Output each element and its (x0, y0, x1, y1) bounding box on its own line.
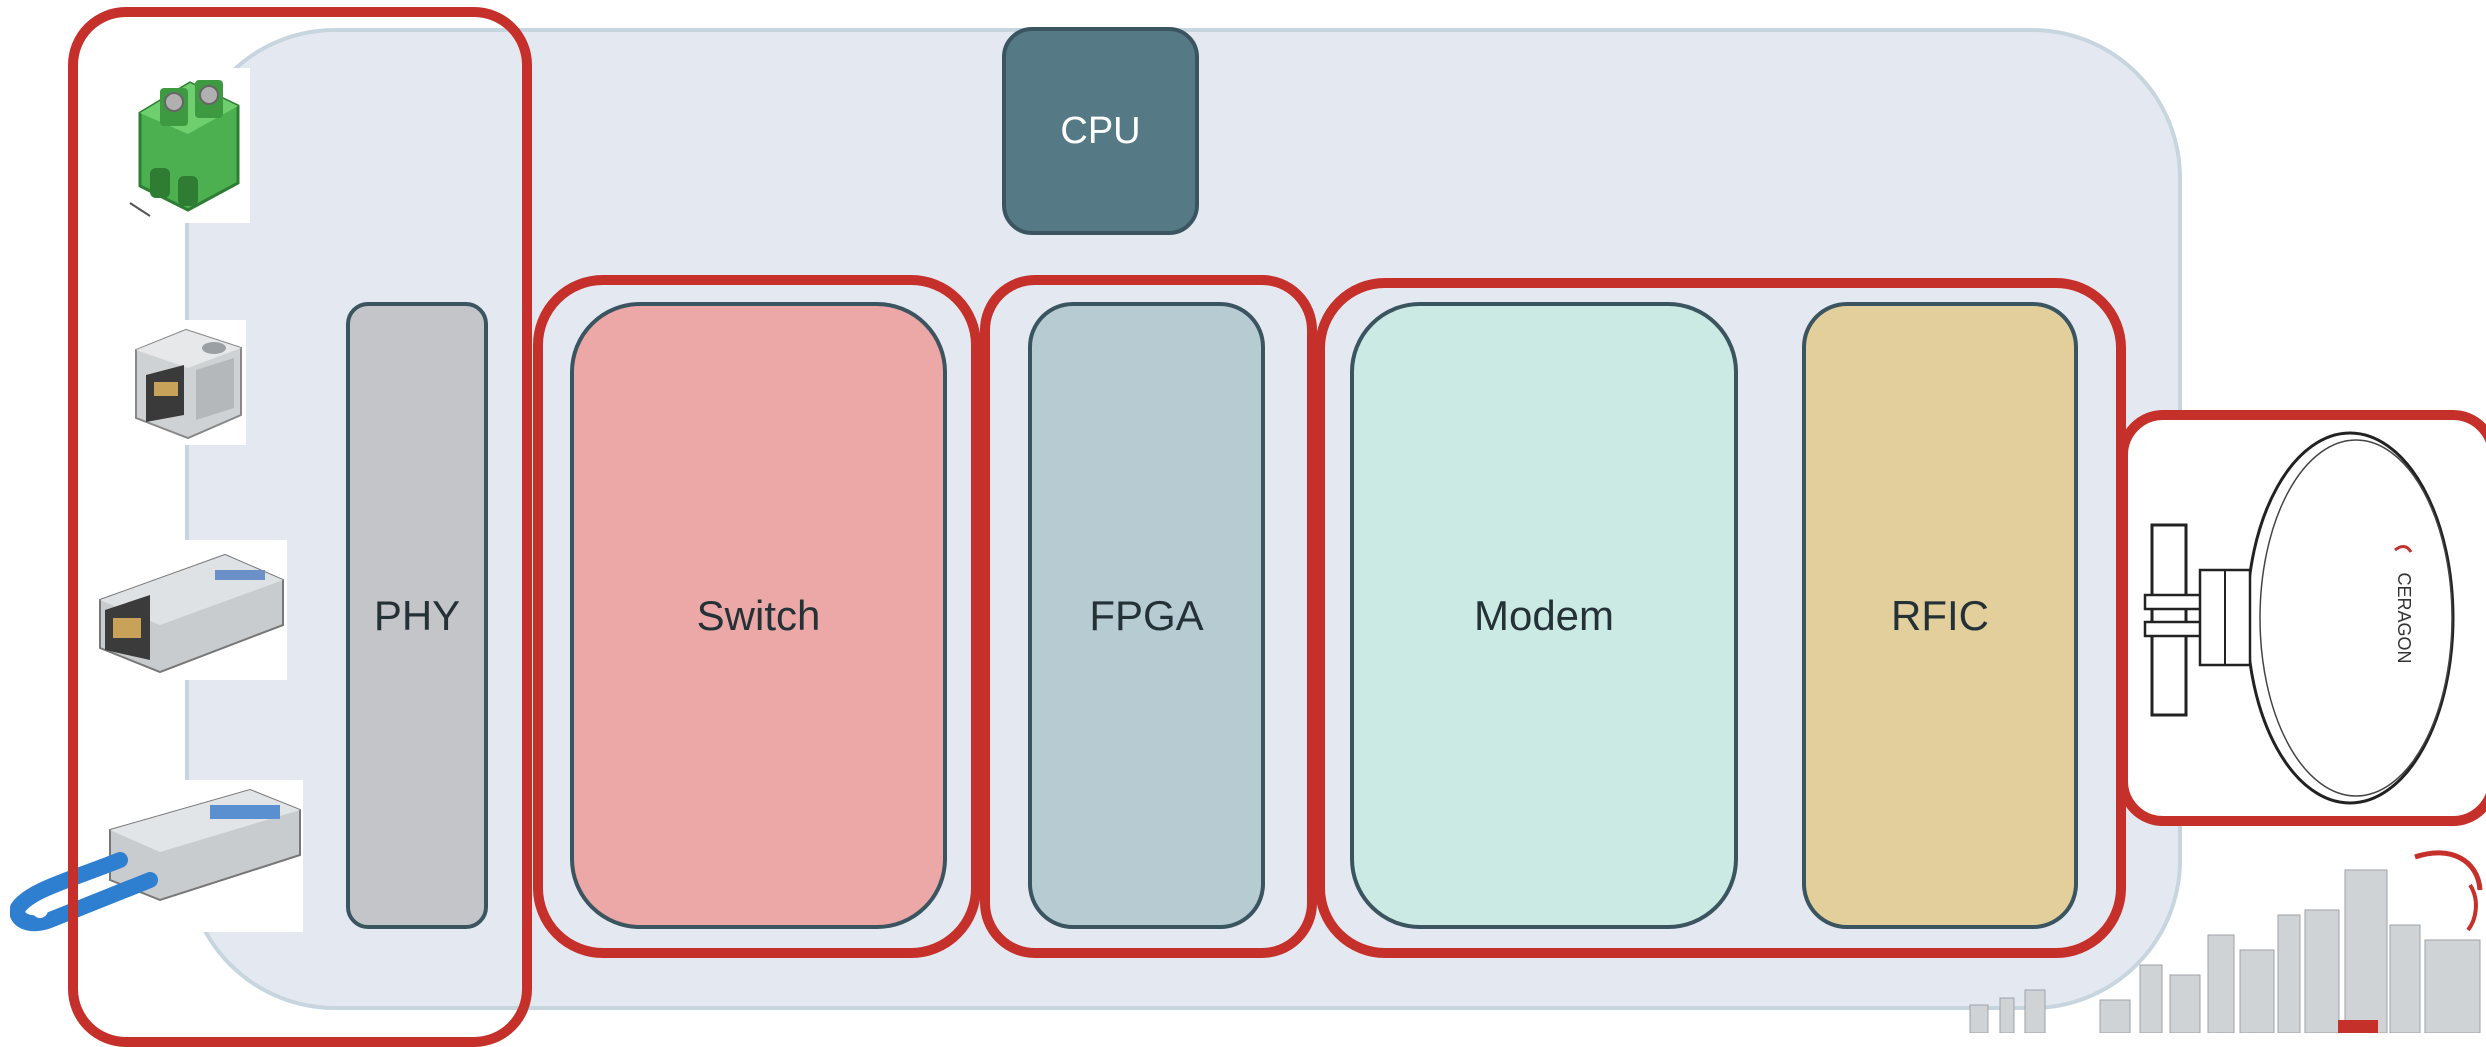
qsfp-module-icon (9, 788, 301, 932)
phy-label: PHY (373, 591, 461, 639)
logo-swoosh-decoration (2410, 845, 2486, 935)
fpga-label: FPGA (1089, 591, 1204, 639)
rj45-jack-image (126, 320, 246, 445)
sfp-module-image (95, 540, 287, 680)
fpga-block: FPGA (1028, 302, 1265, 929)
city-skyline-decoration (1960, 840, 2486, 1034)
switch-label: Switch (696, 591, 821, 639)
phy-block: PHY (346, 302, 488, 929)
rfic-block: RFIC (1802, 302, 2078, 929)
modem-label: Modem (1473, 591, 1615, 639)
dish-antenna-icon: CERAGON (2143, 431, 2455, 805)
switch-block: Switch (570, 302, 947, 929)
connectors-phy-group-outline (68, 7, 532, 1047)
sfp-module-icon (99, 553, 284, 674)
modem-block: Modem (1350, 302, 1738, 929)
terminal-block-image (120, 68, 250, 223)
cpu-block: CPU (1002, 27, 1199, 235)
terminal-block-connector-icon (129, 80, 240, 217)
rj45-jack-icon (135, 328, 242, 440)
switch-group-outline (533, 275, 981, 958)
antenna-brand-label: CERAGON (2394, 572, 2414, 663)
qsfp-module-image (9, 780, 303, 932)
antenna-image: CERAGON (2130, 420, 2460, 815)
rfic-label: RFIC (1891, 591, 1989, 639)
cpu-label: CPU (1060, 109, 1141, 152)
fpga-group-outline (980, 275, 1317, 958)
